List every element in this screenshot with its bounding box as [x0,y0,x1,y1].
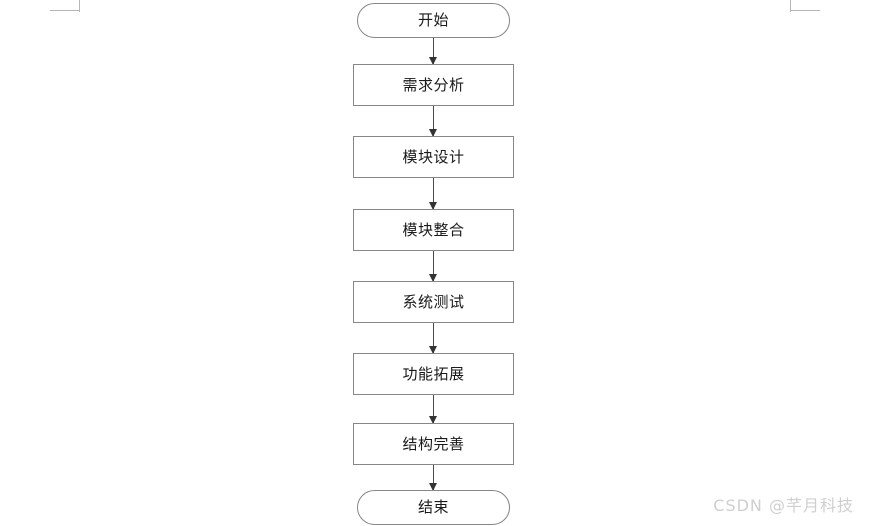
flow-connector-6 [429,395,437,424]
flow-node-system-test: 系统测试 [353,281,514,323]
flow-node-feature-extension: 功能拓展 [353,353,514,395]
arrow-down-icon [429,346,437,354]
flow-node-structure-refinement: 结构完善 [353,423,514,465]
flow-connector-5 [429,323,437,354]
watermark-text: CSDN @芊月科技 [713,496,854,515]
flow-node-label: 系统测试 [402,292,465,311]
flow-node-module-design: 模块设计 [353,136,514,178]
flow-node-start: 开始 [357,3,510,38]
flow-node-module-integration: 模块整合 [353,209,514,251]
flow-node-label: 开始 [417,11,449,29]
arrow-down-icon [429,483,437,491]
margin-rule-horizontal [50,10,79,11]
flow-node-label: 模块整合 [402,220,465,239]
flow-node-label: 功能拓展 [402,364,465,383]
flow-node-label: 结束 [417,498,449,516]
flow-node-label: 需求分析 [402,75,465,94]
flow-node-end: 结束 [357,490,510,525]
arrow-down-icon [429,274,437,282]
flow-node-requirement-analysis: 需求分析 [353,64,514,106]
flow-connector-2 [429,106,437,137]
margin-rule-vertical [790,0,791,12]
arrow-down-icon [429,57,437,65]
flow-connector-7 [429,465,437,491]
arrow-down-icon [429,416,437,424]
flow-connector-3 [429,178,437,210]
arrow-down-icon [429,129,437,137]
arrow-down-icon [429,202,437,210]
flow-connector-4 [429,251,437,282]
flow-node-label: 结构完善 [402,434,465,453]
margin-rule-vertical [79,0,80,12]
flow-connector-1 [429,38,437,65]
margin-rule-horizontal [791,10,820,11]
flow-node-label: 模块设计 [402,147,465,166]
